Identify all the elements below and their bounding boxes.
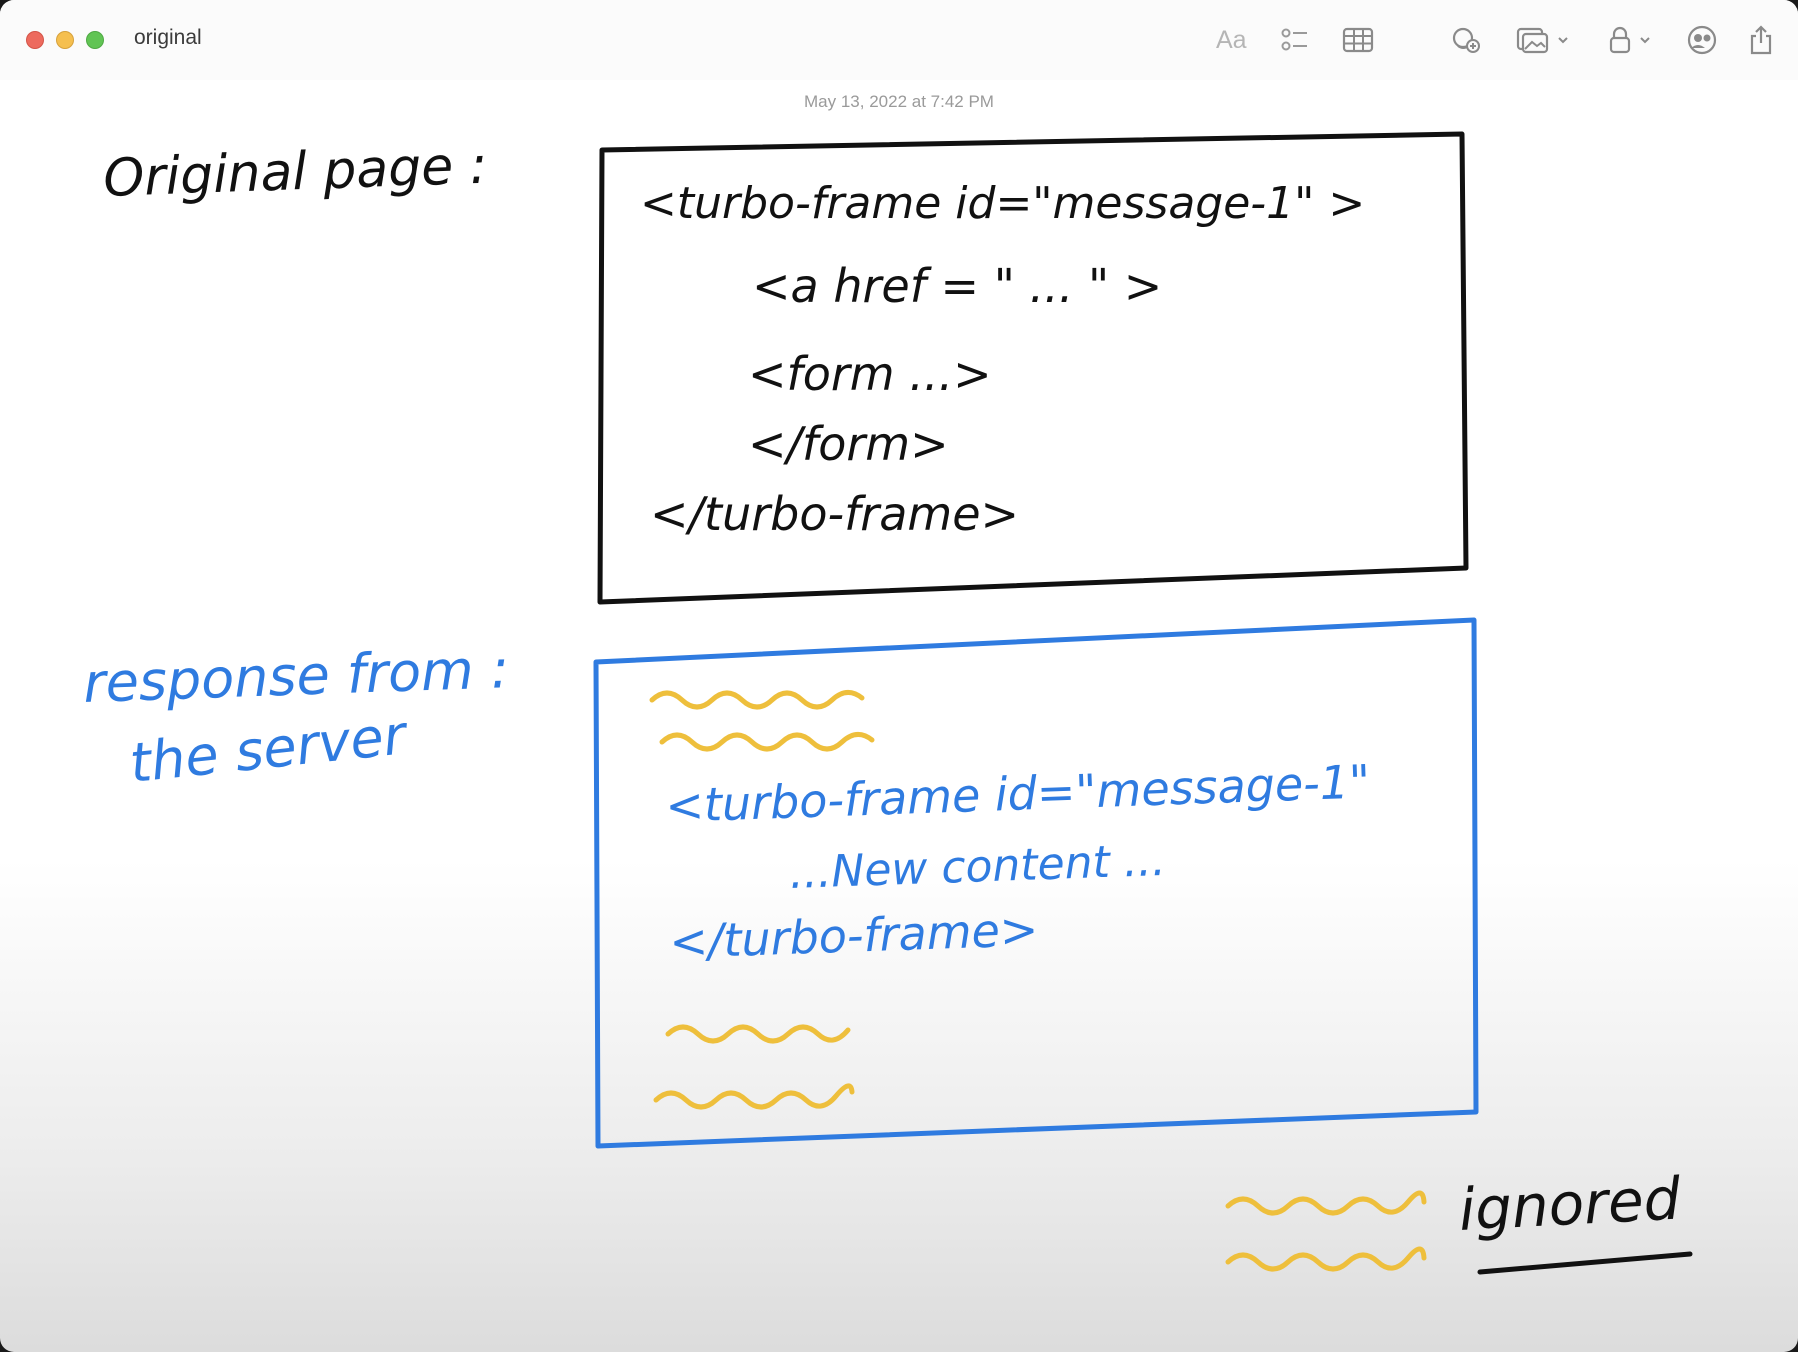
response-line-1: <turbo-frame id="message-1" <box>664 754 1371 833</box>
original-line-1: <turbo-frame id="message-1" > <box>640 178 1365 229</box>
media-button[interactable] <box>1516 22 1570 58</box>
share-icon <box>1750 25 1772 55</box>
response-line-2: ...New content ... <box>789 835 1167 899</box>
legend-underline <box>1477 1251 1693 1275</box>
chevron-down-icon <box>1640 37 1650 44</box>
checklist-icon <box>1281 28 1307 51</box>
lock-button[interactable] <box>1608 22 1652 58</box>
share-people-button[interactable] <box>1686 22 1718 58</box>
collaborate-icon <box>1452 27 1480 53</box>
original-page-label: Original page : <box>102 136 488 209</box>
original-line-5: </turbo-frame> <box>650 487 1019 541</box>
original-line-2: <a href = " ... " > <box>752 259 1162 313</box>
response-line-3: </turbo-frame> <box>668 902 1039 969</box>
collaborate-button[interactable] <box>1450 22 1482 58</box>
ignored-legend-label: ignored <box>1457 1164 1683 1244</box>
checklist-button[interactable] <box>1280 22 1310 58</box>
legend-squiggles <box>1225 1190 1427 1272</box>
response-label-line2: the server <box>127 703 412 795</box>
title-bar: original Aa <box>0 0 1798 80</box>
table-icon <box>1342 27 1374 53</box>
ignored-squiggles-bottom <box>653 1024 855 1110</box>
response-box <box>593 617 1479 1149</box>
note-date: May 13, 2022 at 7:42 PM <box>804 92 994 111</box>
response-label-line1: response from : <box>82 637 510 715</box>
original-line-4: </form> <box>748 417 949 471</box>
share-people-icon <box>1687 25 1717 55</box>
share-button[interactable] <box>1748 22 1774 58</box>
table-button[interactable] <box>1342 22 1374 58</box>
lock-icon <box>1609 26 1631 54</box>
minimize-window-button[interactable] <box>56 31 74 49</box>
close-window-button[interactable] <box>26 31 44 49</box>
format-text-icon: Aa <box>1216 25 1247 54</box>
maximize-window-button[interactable] <box>86 31 104 49</box>
window-title: original <box>134 26 202 49</box>
ignored-squiggles-top <box>649 690 875 752</box>
original-line-3: <form ...> <box>748 347 992 401</box>
chevron-down-icon <box>1558 37 1568 44</box>
media-icon <box>1516 27 1549 54</box>
original-page-box <box>597 131 1469 605</box>
format-text-button[interactable]: Aa <box>1216 22 1247 58</box>
